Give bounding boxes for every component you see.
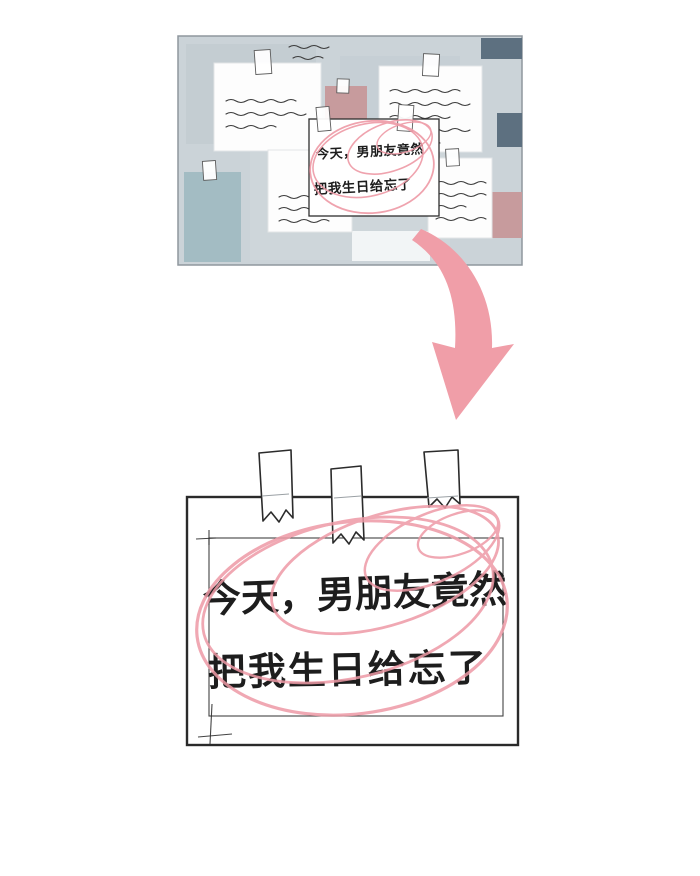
tape-icon <box>445 148 460 167</box>
note-text: 今天，男朋友竟然 把我生日给忘了 <box>313 141 425 197</box>
closeup-note: 今天，男朋友竟然 把我生日给忘了 <box>185 449 520 747</box>
slate-card-right <box>497 113 522 147</box>
tape-icon <box>258 449 294 523</box>
teal-paper <box>184 160 241 262</box>
tape-icon <box>315 105 332 132</box>
handwriting-lines-board <box>288 44 330 61</box>
pinned-paper-top-left <box>213 48 322 152</box>
tape-icon <box>336 78 350 94</box>
zoom-arrow-icon <box>412 229 514 420</box>
tape-icon <box>423 449 461 509</box>
mauve-card-right <box>489 192 522 238</box>
handwriting-lines <box>435 180 487 222</box>
tape-icon <box>330 465 365 545</box>
highlighted-note: 今天，男朋友竟然 把我生日给忘了 <box>308 104 440 217</box>
closeup-text-line2: 把我生日给忘了 <box>207 648 488 695</box>
tape-icon <box>253 48 273 76</box>
bulletin-board: 今天，男朋友竟然 把我生日给忘了 <box>177 35 523 266</box>
handwriting-lines <box>225 98 307 130</box>
scribble-circle-small <box>309 119 435 215</box>
tape-strips <box>258 449 461 545</box>
slate-card-top-right <box>481 38 522 59</box>
scribble-circle-big <box>195 504 509 717</box>
tape-icon <box>421 53 441 77</box>
tape-icon <box>201 160 218 181</box>
note-text-line1: 今天，男朋友竟然 <box>315 141 425 162</box>
